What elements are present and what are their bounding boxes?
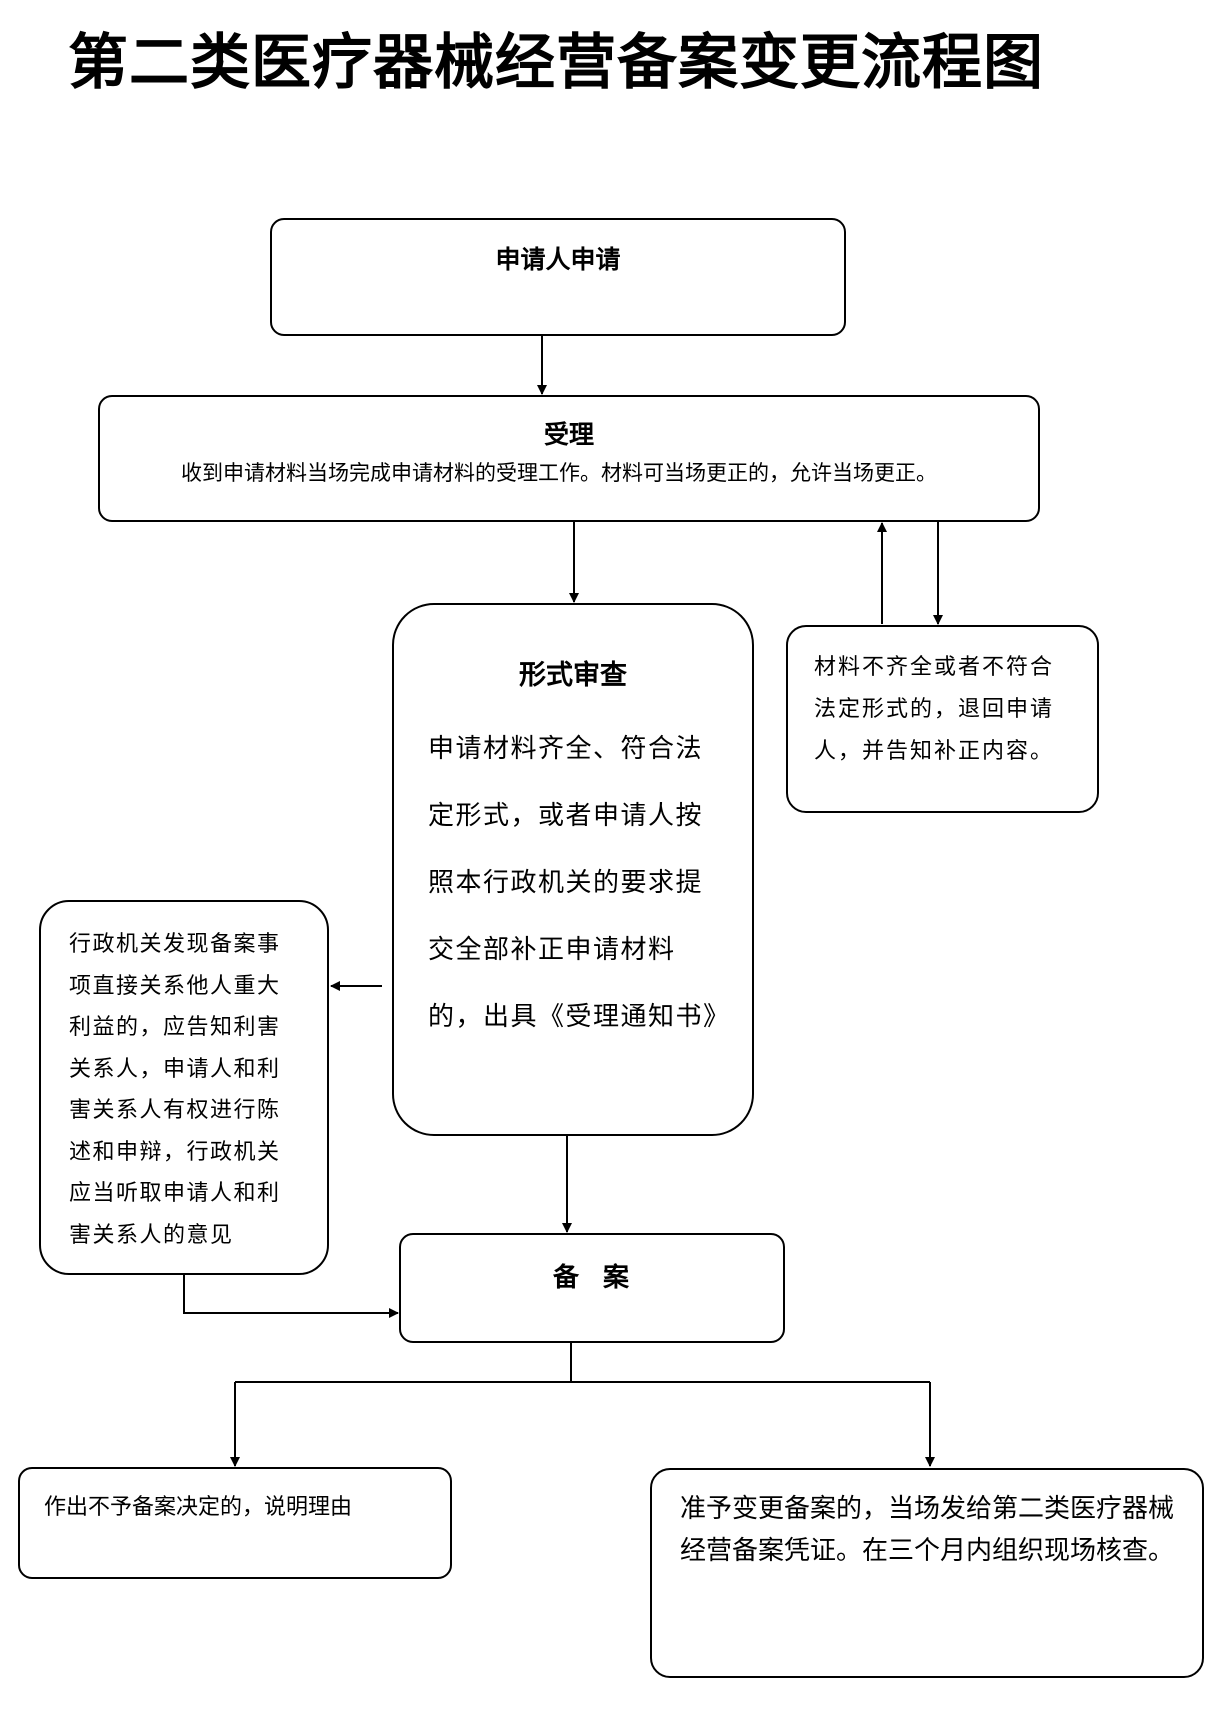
step-review-text: 申请材料齐全、符合法定形式，或者申请人按照本行政机关的要求提交全部补正申请材料的… <box>428 734 731 1032</box>
step-approve-text: 准予变更备案的，当场发给第二类医疗器械经营备案凭证。在三个月内组织现场核查。 <box>679 1494 1174 1566</box>
step-record-box: 备 案 <box>399 1233 785 1343</box>
step-accept-text: 收到申请材料当场完成申请材料的受理工作。材料可当场更正的，允许当场更正。 <box>181 461 937 485</box>
step-return-text: 材料不齐全或者不符合法定形式的，退回申请人，并告知补正内容。 <box>814 655 1055 764</box>
arrow-notify-to-record <box>183 1275 399 1318</box>
step-apply-box: 申请人申请 <box>270 218 846 336</box>
step-apply-title: 申请人申请 <box>495 245 621 274</box>
step-record-title: 备 案 <box>552 1263 632 1293</box>
step-approve-box: 准予变更备案的，当场发给第二类医疗器械经营备案凭证。在三个月内组织现场核查。 <box>650 1468 1204 1678</box>
step-accept-box: 受理 收到申请材料当场完成申请材料的受理工作。材料可当场更正的，允许当场更正。 <box>98 395 1040 522</box>
step-return-box: 材料不齐全或者不符合法定形式的，退回申请人，并告知补正内容。 <box>786 625 1099 813</box>
step-review-title: 形式审查 <box>519 660 627 691</box>
step-reject-text: 作出不予备案决定的，说明理由 <box>44 1495 353 1520</box>
step-notify-box: 行政机关发现备案事项直接关系他人重大利益的，应告知利害关系人，申请人和利害关系人… <box>39 900 329 1275</box>
step-accept-title: 受理 <box>543 420 594 449</box>
step-notify-text: 行政机关发现备案事项直接关系他人重大利益的，应告知利害关系人，申请人和利害关系人… <box>69 932 281 1248</box>
step-reject-box: 作出不予备案决定的，说明理由 <box>18 1467 452 1579</box>
step-review-box: 形式审查 申请材料齐全、符合法定形式，或者申请人按照本行政机关的要求提交全部补正… <box>392 603 754 1136</box>
page-title: 第二类医疗器械经营备案变更流程图 <box>68 28 1044 98</box>
